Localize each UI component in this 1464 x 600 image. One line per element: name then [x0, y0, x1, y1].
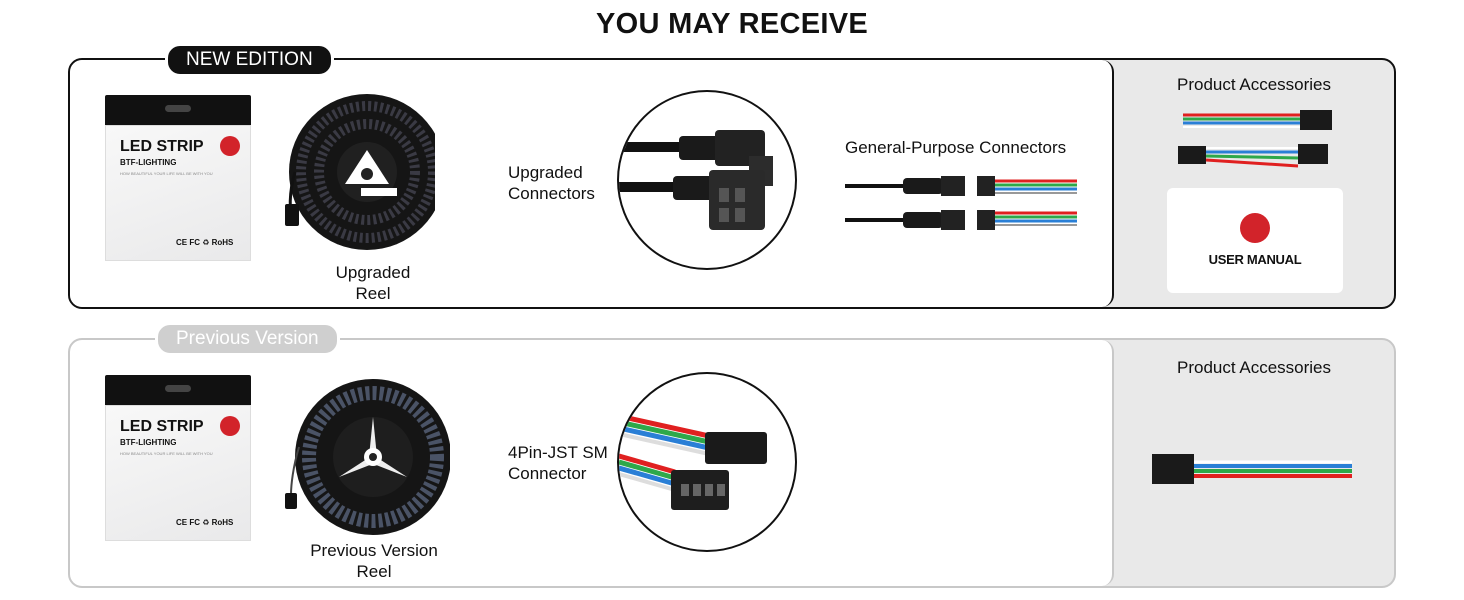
upgraded-reel-image: [285, 94, 435, 250]
upgraded-connectors-circle: [617, 90, 797, 270]
package-company: BTF-LIGHTING: [120, 438, 177, 447]
package-certs: CE FC ♻ RoHS: [176, 238, 234, 247]
general-connectors-label: General-Purpose Connectors: [845, 138, 1067, 157]
previous-accessories-title: Product Accessories: [1176, 358, 1331, 377]
jst-connector-icon: [619, 413, 767, 510]
upgraded-connectors-label: Upgraded Connectors: [508, 163, 595, 203]
brand-logo-icon: [1240, 213, 1270, 243]
user-manual-card: USER MANUAL: [1167, 188, 1343, 293]
brand-logo-icon: [220, 136, 240, 156]
led-strip-package: LED STRIP BTF-LIGHTING HOW BEAUTIFUL YOU…: [105, 375, 251, 541]
accessory-cable-image: [1152, 454, 1352, 484]
previous-version-badge: Previous Version: [155, 322, 340, 356]
general-connectors-image: [845, 176, 1077, 230]
upgraded-reel-label: Upgraded Reel: [335, 263, 411, 303]
jst-connector-label: 4Pin-JST SM Connector: [508, 443, 608, 483]
previous-reel-label: Previous Version Reel: [310, 541, 438, 581]
jst-connector-circle: [617, 372, 797, 552]
previous-reel-image: [285, 379, 450, 535]
package-brand: LED STRIP: [120, 138, 204, 155]
brand-logo-icon: [220, 416, 240, 436]
upgraded-connector-icon: [619, 130, 773, 230]
page-title: YOU MAY RECEIVE: [595, 8, 869, 40]
accessory-cables-image: [1178, 110, 1332, 168]
package-tagline: HOW BEAUTIFUL YOUR LIFE WILL BE WITH YOU: [120, 171, 213, 176]
package-tagline: HOW BEAUTIFUL YOUR LIFE WILL BE WITH YOU: [120, 451, 213, 456]
new-accessories-title: Product Accessories: [1176, 75, 1331, 94]
package-certs: CE FC ♻ RoHS: [176, 518, 234, 527]
package-brand: LED STRIP: [120, 418, 204, 435]
package-company: BTF-LIGHTING: [120, 158, 177, 167]
led-strip-package: LED STRIP BTF-LIGHTING HOW BEAUTIFUL YOU…: [105, 95, 251, 261]
new-edition-badge: NEW EDITION: [165, 43, 334, 77]
user-manual-label: USER MANUAL: [1208, 252, 1302, 267]
